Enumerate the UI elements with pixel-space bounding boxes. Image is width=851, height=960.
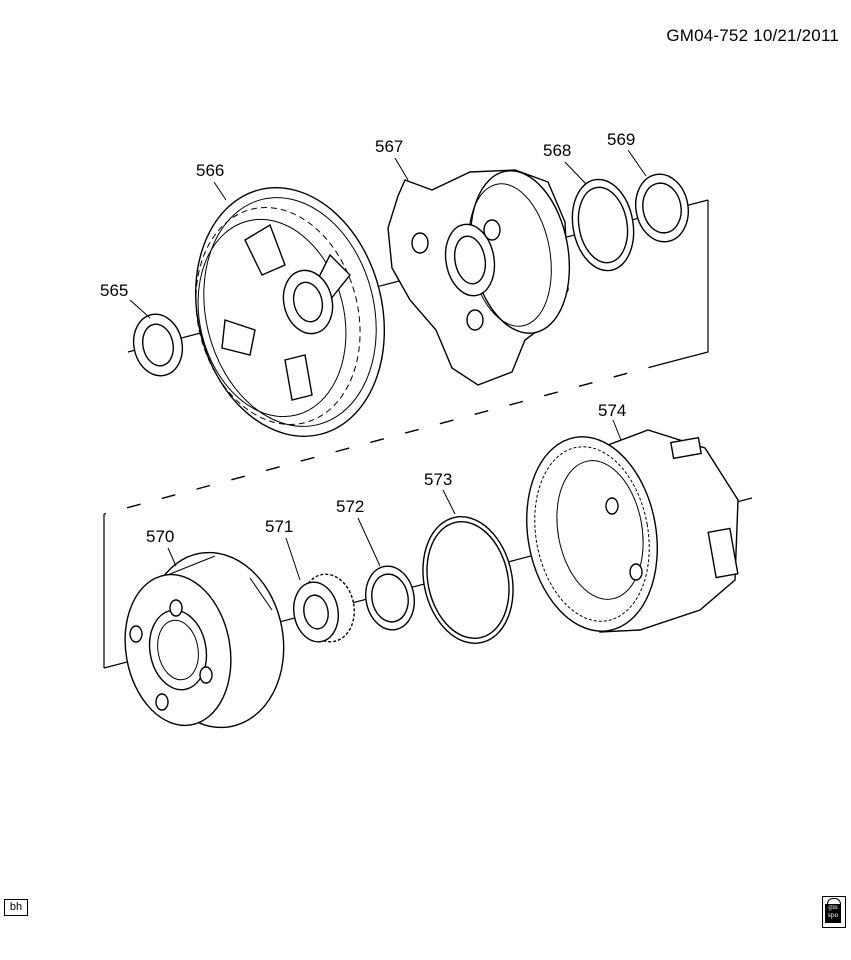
callout-572: 572 [336,497,364,516]
callout-574: 574 [598,401,626,420]
part-574-ring-gear[interactable] [512,426,739,641]
callout-570: 570 [146,527,174,546]
callout-565: 565 [100,281,128,300]
part-567-support[interactable] [387,163,582,386]
logo-dome [827,898,841,905]
transfer-dashed-line [103,363,663,515]
bh-badge: bh [4,899,28,916]
callout-573: 573 [424,470,452,489]
part-572-thrust-bearing[interactable] [361,562,419,633]
callout-568: 568 [543,141,571,160]
callout-571: 571 [265,517,293,536]
part-566-clutch-housing[interactable] [170,167,409,456]
gm-spo-logo: gm spo [822,896,846,928]
part-569-bearing[interactable] [630,170,693,246]
upper-axis-bracket [661,200,709,365]
callout-566: 566 [196,161,224,180]
logo-text: gm spo [825,904,841,923]
part-573-plate[interactable] [412,508,525,651]
part-565-washer[interactable] [128,310,188,381]
leader-lines [129,149,647,581]
drawing-id: GM04-752 10/21/2011 [666,26,839,45]
part-570-planet-carrier[interactable] [114,542,298,739]
callout-569: 569 [607,130,635,149]
part-568-seal[interactable] [565,174,640,275]
part-571-sun-gear[interactable] [289,570,359,646]
callout-567: 567 [375,137,403,156]
callouts: 565 566 567 568 569 570 571 572 573 574 [100,130,635,546]
